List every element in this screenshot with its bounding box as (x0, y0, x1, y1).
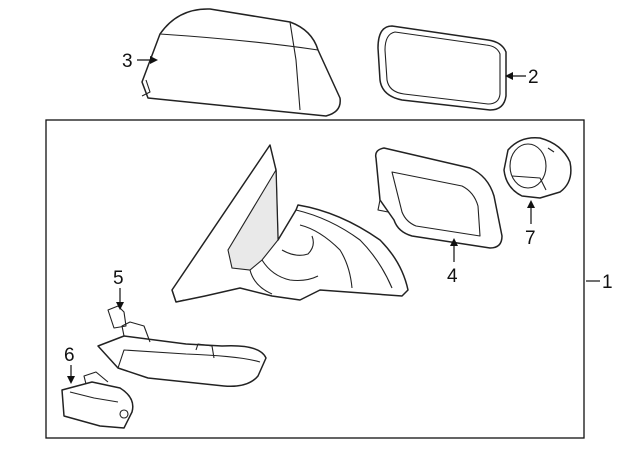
part-5-lower-trim (97, 305, 267, 388)
callout-3: 3 (122, 51, 133, 72)
part-3-mirror-cover (141, 8, 341, 117)
part-1-mirror-housing (171, 144, 409, 303)
callout-7: 7 (525, 228, 536, 249)
part-6-puddle-lamp (61, 371, 134, 429)
part-4-backing-plate (374, 147, 503, 249)
callout-1: 1 (602, 272, 613, 293)
assembly-1-frame (45, 119, 585, 439)
callout-6: 6 (64, 345, 75, 366)
callout-5: 5 (113, 268, 124, 289)
callout-leaders (67, 56, 600, 384)
part-2-mirror-glass (377, 25, 507, 111)
callout-2: 2 (528, 67, 539, 88)
callout-4: 4 (447, 266, 458, 287)
part-7-actuator-motor (503, 137, 572, 199)
